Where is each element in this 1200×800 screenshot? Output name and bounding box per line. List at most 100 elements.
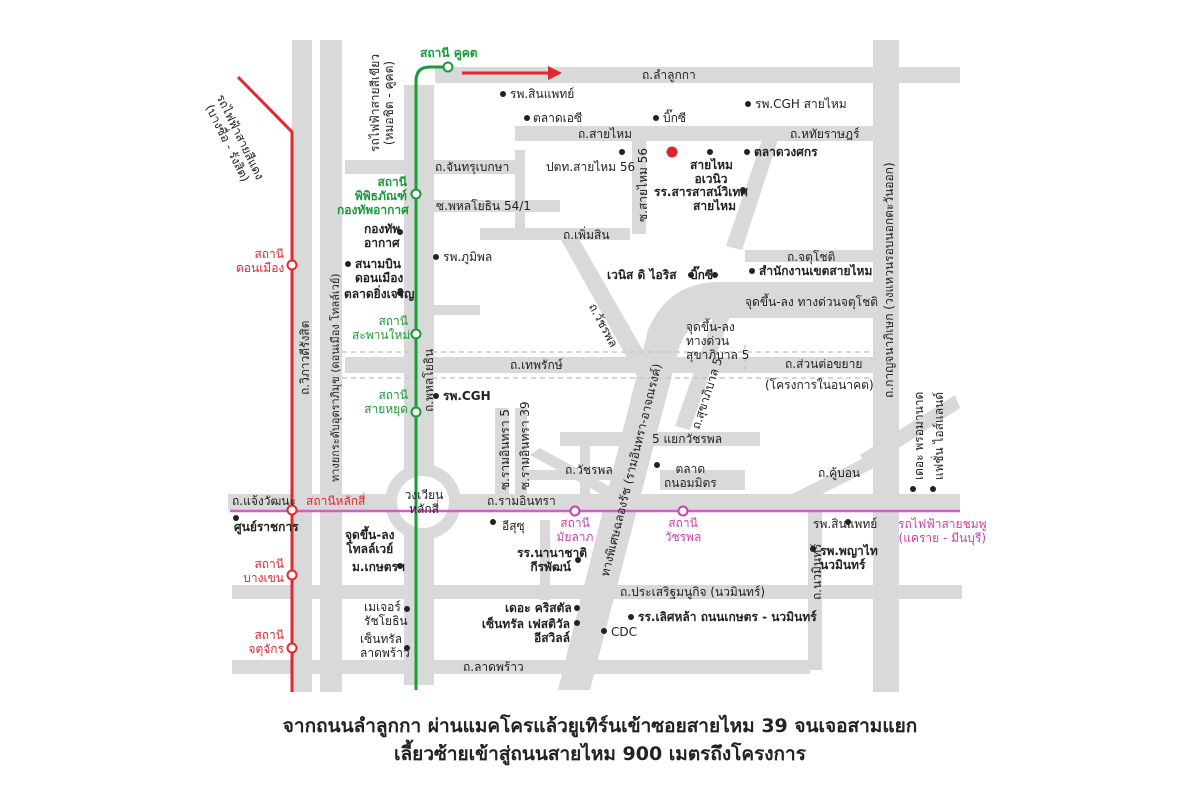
label-station-don-mueang: สถานี ดอนเมือง: [236, 247, 285, 275]
label-airport: สนามบิน ดอนเมือง: [355, 257, 404, 285]
label-central-ladprao: เซ็นทรัล ลาดพร้าว: [360, 632, 410, 660]
road-local-3: [580, 440, 590, 500]
dot-sai-mai-avenue: [707, 149, 713, 155]
station-mai-lap[interactable]: [569, 505, 581, 517]
dot-air-force: [397, 229, 403, 235]
dot-airport: [345, 261, 351, 267]
label-chaeng-watthana: ถ.แจ้งวัฒนะ: [232, 494, 296, 508]
label-ramp-chatu-chot: จุดขึ้น-ลง ทางด่วนจตุโชติ: [745, 295, 879, 309]
label-big-c-2: บิ๊กซี: [690, 268, 714, 282]
stations: [286, 61, 689, 654]
dot-major: [404, 606, 410, 612]
road-lat-phrao: [232, 660, 810, 674]
project-marker[interactable]: [666, 146, 678, 158]
label-cgh-sai-mai: รพ.CGH สายไหม: [755, 97, 847, 111]
dot-cgh-sai-mai: [745, 101, 751, 107]
label-government: ศูนย์ราชการ: [234, 520, 299, 534]
station-don-mueang[interactable]: [286, 259, 298, 271]
station-watcharaphon[interactable]: [677, 505, 689, 517]
label-kasetsart: ม.เกษตรฯ: [352, 560, 405, 574]
road-small-3: [660, 470, 745, 490]
dot-fashion-island: [930, 486, 936, 492]
label-sai-mai-avenue: สายไหม อเวนิว: [690, 158, 733, 186]
label-lak-si-circle: วงเวียน หลักสี่: [404, 488, 444, 516]
label-phahon-yothin: ถ.พหลโยธิน: [422, 348, 436, 412]
label-ramp-tollway: จุดขึ้น-ลง โทลล์เวย์: [345, 528, 395, 556]
label-chan-thru-bekha: ถ.จันทรุเบกษา: [435, 160, 510, 174]
road-lam-luk-ka: [435, 67, 960, 83]
dot-cdc: [601, 628, 607, 634]
dot-central-ladprao: [404, 645, 410, 651]
label-ram-intra-39: ซ.รามอินทรา 39: [518, 401, 532, 490]
dot-post-sai-mai: [619, 149, 625, 155]
label-sai-mai-office: สำนักงานเขตสายไหม: [759, 264, 873, 278]
label-sai-mai-56: ซ.สายไหม 56: [636, 148, 650, 222]
label-venice: เวนิส ดิ ไอริส: [607, 268, 677, 282]
label-lat-phrao: ถ.ลาดพร้าว: [463, 660, 524, 674]
green-line: [414, 65, 448, 690]
road-local-2: [540, 520, 550, 600]
map-caption: จากถนนลำลูกกา ผ่านแมคโครแล้วยูเทิร์นเข้า…: [0, 712, 1200, 768]
label-five-junction: 5 แยกวัชรพล: [652, 432, 723, 446]
label-school-sarasas: รร.สารสาสน์วิเทศ สายไหม: [654, 185, 748, 213]
label-khu-bon: ถ.คู้บอน: [818, 466, 861, 480]
direction-arrow-head: [548, 66, 562, 80]
road-sai-mai-56: [632, 134, 646, 234]
road-watcharaphon: [560, 232, 660, 390]
station-sai-yud[interactable]: [410, 406, 422, 418]
label-central-festival: เซ็นทรัล เฟสติวัล อีสวิลล์: [481, 617, 570, 645]
station-phiphitthaphan[interactable]: [410, 188, 422, 200]
station-khu-khot[interactable]: [442, 61, 454, 73]
label-sin-phaet-1: รพ.สินแพทย์: [510, 87, 575, 101]
road-diag-upper: [726, 140, 778, 250]
label-sin-phaet-2: รพ.สินแพทย์: [813, 517, 878, 531]
dot-phyathai: [810, 546, 816, 552]
station-saphan-mai[interactable]: [410, 328, 422, 340]
dot-sin-phaet-2: [845, 519, 851, 525]
road-kanchanaphisek: [873, 40, 899, 692]
label-phahon-54-1: ซ.พหลโยธิน 54/1: [436, 199, 531, 213]
label-extension-note: (โครงการในอนาคต): [765, 378, 874, 392]
dot-thanom-mit: [654, 462, 660, 468]
road-chatu-chot: [745, 250, 875, 262]
dot-kasetsart: [397, 563, 403, 569]
label-hathai-rat: ถ.หทัยราษฎร์: [790, 127, 860, 141]
label-air-force: กองทัพ อากาศ: [364, 222, 401, 250]
dot-sai-mai-office: [749, 268, 755, 274]
label-vibhavadi: ถ.วิภาวดีรังสิต: [298, 320, 312, 395]
dot-nanachat: [575, 557, 581, 563]
dot-venice: [688, 272, 694, 278]
road-sukhaphiban-5: [675, 312, 730, 430]
label-ram-intra-5: ซ.รามอินทรา 5: [498, 408, 512, 490]
label-watcharaphon-2: ถ.วัชรพล: [565, 463, 613, 477]
label-station-chatuchak: สถานี จตุจักร: [248, 628, 284, 656]
station-chatuchak[interactable]: [286, 642, 298, 654]
dot-talad-wongsakon: [744, 149, 750, 155]
label-chatu-chot: ถ.จตุโชติ: [787, 250, 836, 264]
road-tollway: [320, 40, 342, 692]
label-station-sai-yud: สถานี สายหยุด: [364, 388, 408, 416]
label-thep-rak: ถ.เทพรักษ์: [510, 358, 563, 372]
road-khu-bon-2: [860, 395, 960, 468]
label-lam-luk-ka: ถ.ลำลูกกา: [642, 68, 696, 82]
road-vibhavadi: [292, 40, 312, 692]
dot-school-sarasas: [740, 187, 746, 193]
road-phahon-yothin: [404, 85, 434, 685]
label-extension: ถ.ส่วนต่อขยาย: [785, 357, 863, 371]
label-ramp-sukha-5: จุดขึ้น-ลง ทางด่วน สุขาภิบาล 5: [686, 320, 750, 362]
label-talad-wongsakon: ตลาดวงศกร: [754, 145, 818, 159]
station-bang-khen[interactable]: [286, 569, 298, 581]
dot-sin-phaet-1: [500, 91, 506, 97]
label-prasert-manukit: ถ.ประเสริฐมนูกิจ (นวมินทร์): [620, 585, 766, 599]
road-local-1: [515, 150, 525, 232]
road-watcharaphon-2: [530, 448, 625, 500]
label-station-khu-khot: สถานี คูคต: [420, 46, 478, 60]
label-tollway: ทางยกระดับอุตราภิมุข (ดอนเมือง โทลล์เวย์…: [329, 273, 342, 482]
label-talad-ac: ตลาดเอซี: [533, 111, 583, 125]
road-five-junction: [560, 432, 760, 446]
station-lak-si[interactable]: [286, 504, 298, 516]
circle-center: [397, 476, 449, 528]
dot-promenade: [910, 486, 916, 492]
label-promenade: เดอะ พรอมานาด: [912, 391, 926, 480]
label-thanom-mit: ตลาด ถนอมมิตร: [664, 462, 717, 490]
